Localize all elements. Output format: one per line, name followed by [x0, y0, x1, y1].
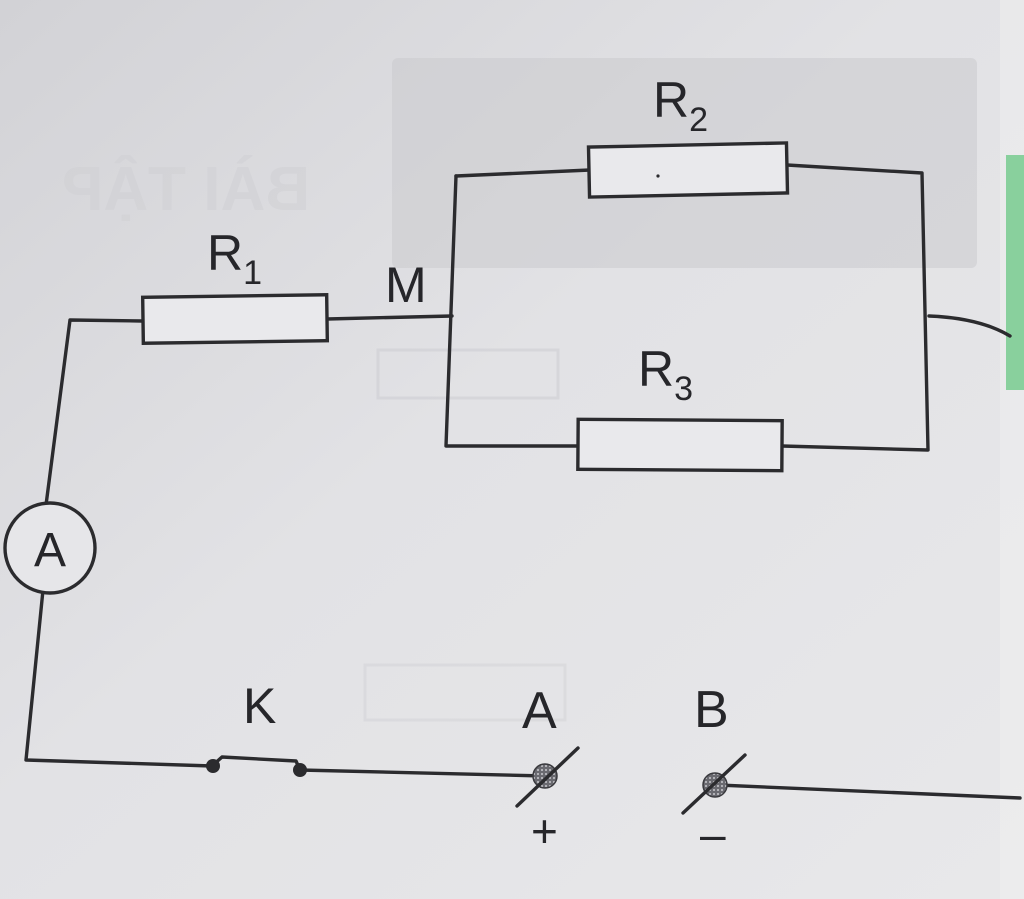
resistor-r1 [140, 292, 330, 346]
wire-parallel-left [444, 174, 580, 448]
wire-to-r2 [454, 168, 592, 178]
r3-label-main: R [638, 341, 674, 397]
r2-speck [656, 174, 660, 178]
r2-label-sub: 2 [689, 101, 708, 139]
wire-left-bottom [24, 588, 214, 768]
r1-label-main: R [207, 225, 243, 281]
ghost-heading: BÀI TẬP [62, 155, 310, 224]
minus-sign: – [700, 808, 726, 860]
wire-left-top [44, 318, 144, 507]
resistor-r2 [586, 141, 790, 199]
r1-label: R1 [207, 225, 262, 292]
switch-k-contact-left [206, 759, 220, 773]
r2-label-main: R [653, 72, 689, 128]
r3-label-sub: 3 [674, 370, 693, 408]
wire-parallel-right [780, 163, 930, 452]
terminal-a-label: A [522, 682, 557, 740]
plus-sign: + [531, 805, 558, 857]
terminal-a-node [532, 763, 558, 789]
ammeter-label: A [34, 524, 66, 577]
node-m-label: M [385, 257, 427, 313]
wire-r1-to-m [325, 314, 454, 321]
resistor-r3 [576, 417, 784, 473]
switch-k-contact-right [293, 763, 307, 777]
r3-label: R3 [638, 341, 693, 408]
wire-from-terminal-b [716, 783, 1022, 800]
terminal-b-slash [681, 753, 747, 815]
wire-to-terminal-a [298, 768, 547, 778]
wire-right-exit [927, 314, 1012, 338]
page-edge [1000, 0, 1024, 899]
switch-k-label: K [243, 678, 276, 734]
r1-label-sub: 1 [243, 254, 262, 292]
ammeter-icon [3, 501, 97, 595]
r2-label: R2 [653, 72, 708, 139]
terminal-a-slash [515, 746, 580, 808]
terminal-b-label: B [694, 681, 729, 739]
ghost-resistor-1 [376, 348, 560, 400]
ghost-resistor-2 [363, 663, 567, 722]
